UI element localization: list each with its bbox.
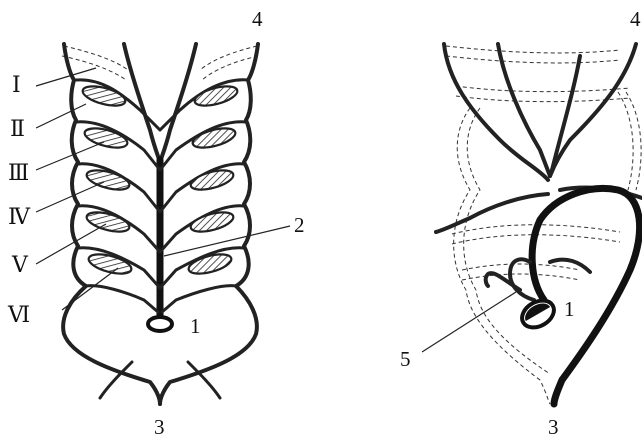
right-figure: 1 3 4 5: [400, 7, 642, 439]
arch-label-3: Ⅲ: [8, 160, 29, 185]
right-head-branch-3: [552, 56, 580, 170]
arch-label-4: Ⅳ: [8, 204, 31, 229]
right-label-dorsal: 3: [548, 415, 559, 439]
arch-label-1: Ⅰ: [12, 72, 21, 97]
right-heart-opening: [517, 295, 558, 333]
right-head-branch-2: [498, 44, 550, 176]
right-dashed-outline-right: [618, 92, 641, 190]
left-figure: Ⅰ Ⅱ Ⅲ Ⅳ Ⅴ Ⅵ 1 2 3 4: [7, 7, 305, 439]
right-label-heart: 1: [564, 297, 575, 321]
left-label-heart: 1: [190, 314, 201, 338]
right-head-branch-4: [550, 44, 636, 176]
arch-label-6: Ⅵ: [7, 302, 30, 327]
aortic-arch: [532, 188, 639, 404]
heart-opening: [148, 317, 172, 331]
right-dashed-outline-upper: [446, 46, 630, 102]
right-label-head: 4: [630, 7, 641, 31]
right-head-branch-1: [444, 44, 548, 180]
left-label-head: 4: [252, 7, 263, 31]
left-arch-connectors: [76, 80, 160, 312]
left-label-dorsal: 3: [154, 415, 165, 439]
right-label-pulmonary: 5: [400, 347, 411, 371]
arch-label-2: Ⅱ: [10, 116, 25, 141]
arch-label-5: Ⅴ: [11, 252, 29, 277]
left-label-aorta: 2: [294, 213, 305, 237]
left-head-branch: [124, 44, 160, 162]
left-subclavian: [436, 194, 548, 232]
